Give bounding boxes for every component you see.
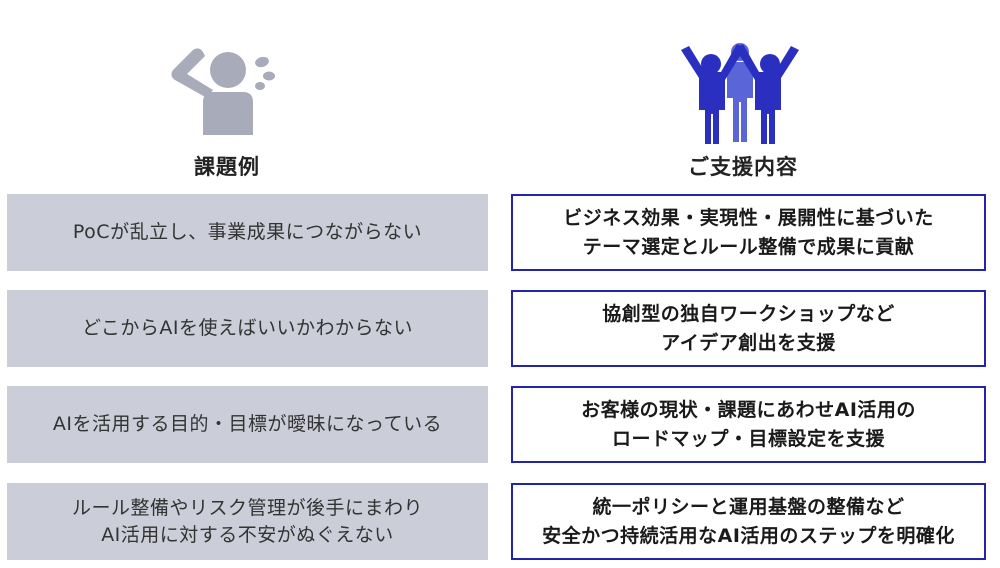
support-text-line: 統一ポリシーと運用基盤の整備など [592, 495, 905, 518]
issues-heading: 課題例 [194, 155, 260, 179]
support-text-line: テーマ選定とルール整備で成果に貢献 [582, 235, 915, 258]
support-text-line: ビジネス効果・実現性・展開性に基づいた [563, 206, 934, 229]
support-box: 統一ポリシーと運用基盤の整備など 安全かつ持続活用なAI活用のステップを明確化 [511, 483, 986, 560]
support-text-line: アイデア創出を支援 [661, 331, 836, 354]
support-heading: ご支援内容 [688, 155, 798, 179]
support-text-line: お客様の現状・課題にあわせAI活用の [581, 398, 916, 421]
support-box: 協創型の独自ワークショップなど アイデア創出を支援 [511, 290, 986, 367]
issue-box: どこからAIを使えばいいかわからない [7, 290, 488, 367]
support-text-line: 協創型の独自ワークショップなど [602, 302, 895, 325]
support-text-line: 安全かつ持続活用なAI活用のステップを明確化 [542, 524, 955, 547]
issue-box: PoCが乱立し、事業成果につながらない [7, 194, 488, 271]
issue-text-line: AI活用に対する不安がぬぐえない [101, 523, 394, 546]
issue-box: ルール整備やリスク管理が後手にまわり AI活用に対する不安がぬぐえない [7, 483, 488, 560]
support-box: ビジネス効果・実現性・展開性に基づいた テーマ選定とルール整備で成果に貢献 [511, 194, 986, 271]
support-box: お客様の現状・課題にあわせAI活用の ロードマップ・目標設定を支援 [511, 386, 986, 463]
team-cheering-icon [675, 38, 805, 146]
issue-text-line: AIを活用する目的・目標が曖昧になっている [52, 413, 443, 435]
issue-text-line: PoCが乱立し、事業成果につながらない [72, 221, 423, 243]
issue-text-line: ルール整備やリスク管理が後手にまわり [71, 496, 423, 519]
person-sneezing-icon [165, 40, 290, 140]
issue-box: AIを活用する目的・目標が曖昧になっている [7, 386, 488, 463]
support-text-line: ロードマップ・目標設定を支援 [611, 427, 885, 450]
issue-text-line: どこからAIを使えばいいかわからない [81, 317, 414, 339]
